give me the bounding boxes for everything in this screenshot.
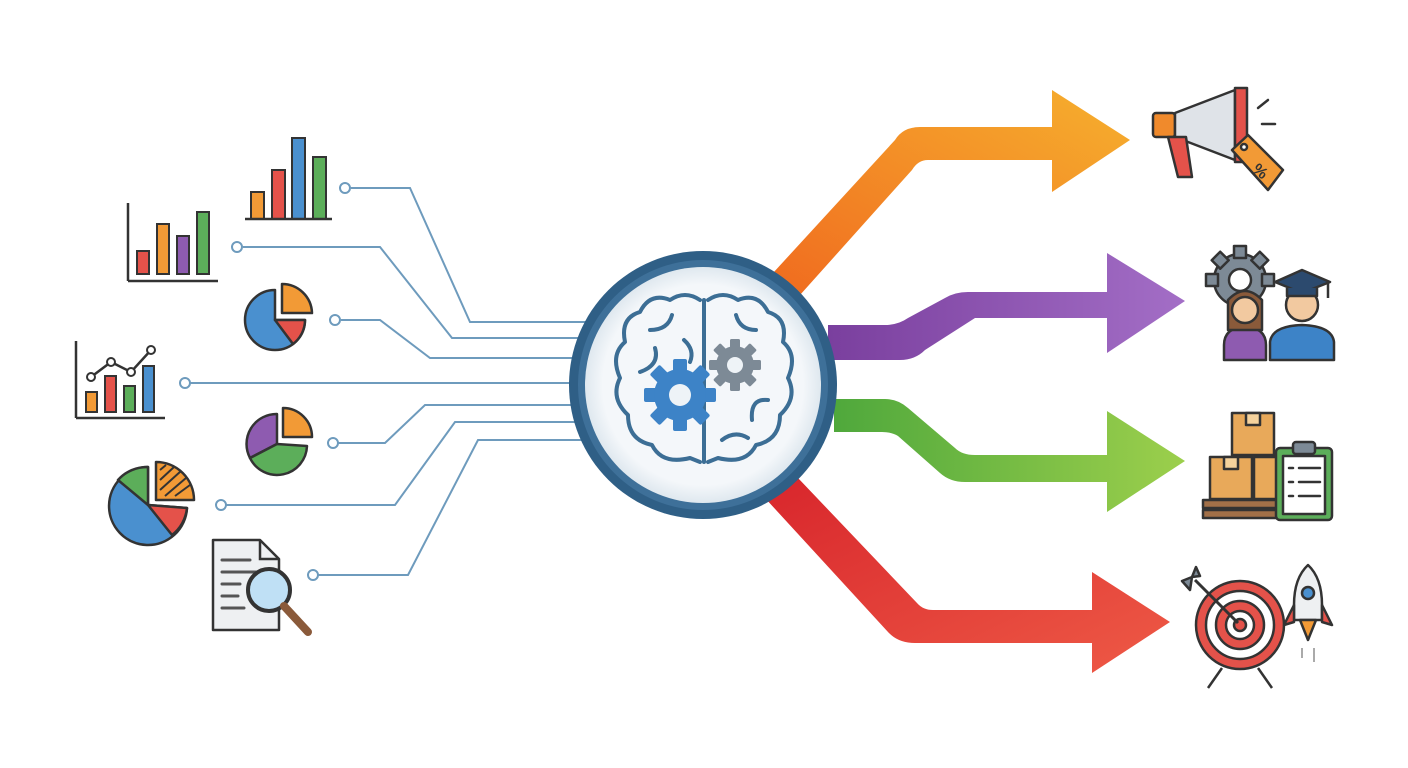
connector-node <box>328 438 338 448</box>
connector-node <box>180 378 190 388</box>
bar-chart-icon <box>128 203 218 281</box>
connector-node <box>308 570 318 580</box>
connector-node <box>330 315 340 325</box>
people-gear-graduate-icon <box>1206 246 1334 360</box>
arrow-purple <box>828 253 1185 360</box>
arrow-orange <box>762 90 1130 295</box>
connector-node <box>232 242 242 252</box>
pie-chart-icon <box>109 462 194 545</box>
arrow-green <box>834 399 1185 512</box>
megaphone-discount-icon: % <box>1153 88 1283 190</box>
pie-chart-icon <box>247 408 312 475</box>
pie-chart-icon <box>245 284 312 350</box>
target-rocket-icon <box>1182 565 1332 688</box>
gear-icon <box>644 359 716 431</box>
connector-node <box>216 500 226 510</box>
input-connectors <box>190 188 590 575</box>
bar-chart-icon <box>245 138 332 219</box>
gear-icon <box>709 339 761 391</box>
connector-line <box>318 440 590 575</box>
line-bar-chart-icon <box>76 341 165 418</box>
document-search-icon <box>213 540 308 632</box>
connector-node <box>340 183 350 193</box>
inventory-clipboard-icon <box>1203 413 1332 520</box>
ai-hub <box>569 251 837 519</box>
